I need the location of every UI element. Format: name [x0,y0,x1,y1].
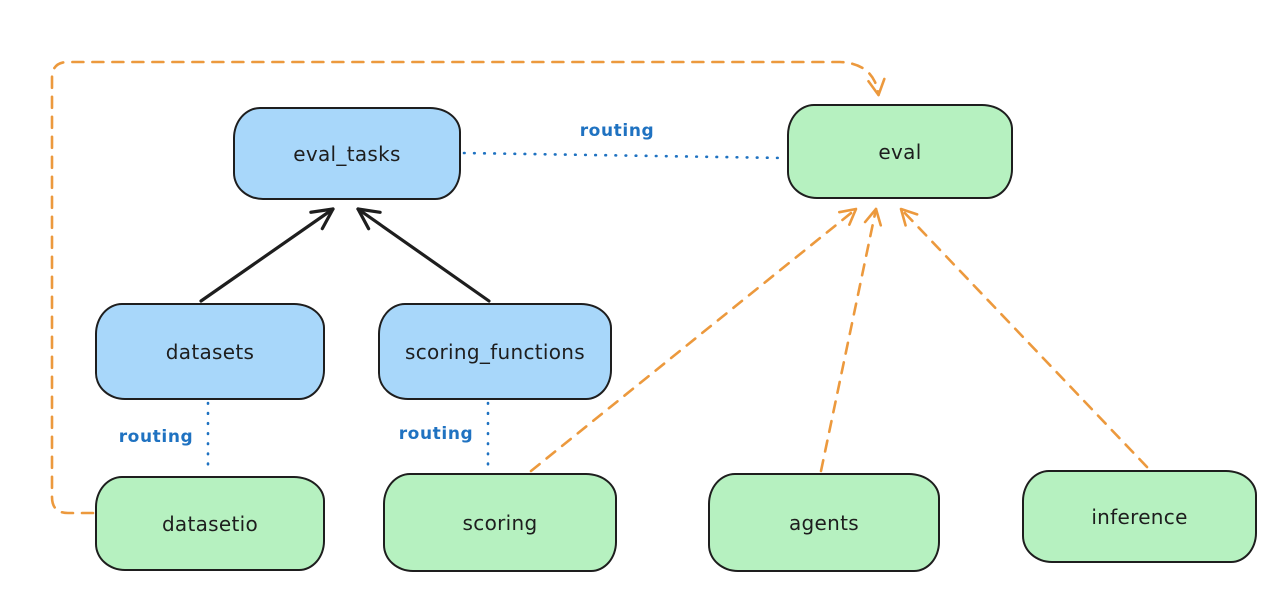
edge-label-routing-datasets: routing [118,427,194,447]
edge-agents-to-eval [819,207,883,473]
node-eval-label: eval [878,139,922,164]
node-agents-label: agents [789,510,859,535]
node-eval-tasks: eval_tasks [233,107,461,200]
node-inference: inference [1022,470,1257,563]
edge-inference-to-eval [899,207,1149,469]
node-eval-tasks-label: eval_tasks [293,141,401,166]
node-scoring: scoring [383,473,617,572]
edge-routing-eval-tasks-to-eval [462,151,787,160]
node-scoring-functions: scoring_functions [378,303,612,400]
edge-label-routing-scoring: routing [398,424,474,444]
node-datasetio: datasetio [95,476,325,571]
node-datasetio-label: datasetio [161,511,259,536]
node-agents: agents [708,473,940,572]
node-inference-label: inference [1091,504,1188,529]
node-scoring-label: scoring [462,510,538,535]
edge-datasetio-to-eval [50,60,886,515]
node-scoring-functions-label: scoring_functions [404,339,586,364]
node-eval: eval [787,104,1013,199]
edge-label-routing-top: routing [579,121,655,141]
node-datasets-label: datasets [165,339,255,364]
edge-scoring-functions-to-eval-tasks [356,207,491,303]
node-datasets: datasets [95,303,325,400]
edge-scoring-to-eval [529,207,858,473]
edge-datasets-to-eval-tasks [199,207,335,303]
